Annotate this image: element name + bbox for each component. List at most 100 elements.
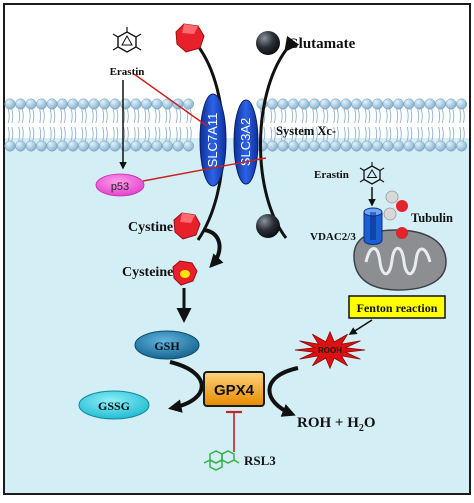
erastin-molecule-icon xyxy=(112,27,142,53)
lipid-head xyxy=(456,98,467,110)
lipid-head xyxy=(36,140,47,152)
lipid-tail xyxy=(448,126,451,141)
lipid-tail xyxy=(42,126,45,141)
lipid-tail xyxy=(343,126,346,141)
lipid-tail xyxy=(133,126,136,141)
lipid-tail xyxy=(91,126,94,141)
lipid-head xyxy=(120,140,131,152)
lipid-head xyxy=(372,140,383,152)
lipid-head xyxy=(172,140,184,152)
lipid-tail xyxy=(42,109,45,124)
erastin-right-icon xyxy=(359,162,385,185)
lipid-head xyxy=(424,98,436,110)
lipid-head xyxy=(99,98,110,110)
lipid-tail xyxy=(326,109,329,124)
lipid-tail xyxy=(95,109,98,124)
slc3a2-label: SLC3A2 xyxy=(238,118,253,166)
lipid-head xyxy=(4,98,16,110)
lipid-head xyxy=(67,140,79,152)
lipid-tail xyxy=(168,126,171,141)
lipid-tail xyxy=(284,126,287,141)
lipid-head xyxy=(88,140,100,152)
lipid-tail xyxy=(326,126,329,141)
lipid-tail xyxy=(417,109,420,124)
p53-protein: p53 xyxy=(95,173,145,197)
lipid-tail xyxy=(291,126,294,141)
p53-label: p53 xyxy=(111,181,129,193)
lipid-head xyxy=(372,98,383,110)
lipid-tail xyxy=(60,126,63,141)
erastin-top-label: Erastin xyxy=(110,66,145,78)
lipid-tail xyxy=(438,126,441,141)
lipid-head xyxy=(351,140,362,152)
cysteine-icon xyxy=(172,260,198,286)
lipid-head xyxy=(403,98,415,110)
lipid-head xyxy=(130,98,142,110)
lipid-tail xyxy=(154,126,157,141)
lipid-tail xyxy=(452,109,455,124)
lipid-tail xyxy=(21,126,24,141)
lipid-head xyxy=(120,98,131,110)
lipid-tail xyxy=(189,109,192,124)
vdac-channel xyxy=(363,207,383,245)
lipid-head xyxy=(445,140,457,152)
lipid-tail xyxy=(154,109,157,124)
lipid-tail xyxy=(420,109,423,124)
lipid-tail xyxy=(126,109,129,124)
lipid-head xyxy=(4,140,16,152)
lipid-head xyxy=(340,98,352,110)
lipid-tail xyxy=(357,109,360,124)
lipid-tail xyxy=(375,126,378,141)
lipid-tail xyxy=(301,109,304,124)
lipid-tail xyxy=(441,126,444,141)
lipid-tail xyxy=(343,109,346,124)
lipid-head xyxy=(309,140,320,152)
lipid-head xyxy=(36,98,47,110)
lipid-head xyxy=(88,98,100,110)
lipid-head xyxy=(393,140,404,152)
lipid-tail xyxy=(448,109,451,124)
cysteine-label: Cysteine xyxy=(122,265,173,280)
lipid-tail xyxy=(385,126,388,141)
lipid-tail xyxy=(263,126,266,141)
lipid-tail xyxy=(364,126,367,141)
lipid-tail xyxy=(49,126,52,141)
lipid-head xyxy=(15,140,26,152)
lipid-head xyxy=(151,98,163,110)
lipid-head xyxy=(340,140,352,152)
lipid-tail xyxy=(333,126,336,141)
lipid-tail xyxy=(179,126,182,141)
lipid-tail xyxy=(126,126,129,141)
lipid-head xyxy=(309,98,320,110)
lipid-tail xyxy=(32,126,35,141)
lipid-tail xyxy=(102,126,105,141)
lipid-head xyxy=(46,140,58,152)
lipid-head xyxy=(141,98,152,110)
lipid-head xyxy=(162,140,173,152)
lipid-tail xyxy=(21,109,24,124)
slc7a11-label: SLC7A11 xyxy=(205,113,220,168)
slc7a11-protein: SLC7A11 xyxy=(199,93,227,187)
lipid-head xyxy=(67,98,79,110)
lipid-head xyxy=(424,140,436,152)
rooh-label: ROOH xyxy=(318,346,342,355)
gsh-gssg-arrow xyxy=(167,360,204,413)
lipid-head xyxy=(277,140,289,152)
lipid-tail xyxy=(158,126,161,141)
lipid-tail xyxy=(60,109,63,124)
lipid-tail xyxy=(186,109,189,124)
lipid-tail xyxy=(70,126,73,141)
lipid-tail xyxy=(147,109,150,124)
lipid-tail xyxy=(336,109,339,124)
lipid-tail xyxy=(417,126,420,141)
lipid-tail xyxy=(431,126,434,141)
lipid-tail xyxy=(305,126,308,141)
lipid-tail xyxy=(28,109,31,124)
lipid-tail xyxy=(347,109,350,124)
lipid-tail xyxy=(158,109,161,124)
lipid-tail xyxy=(74,126,77,141)
lipid-tail xyxy=(427,126,430,141)
gpx4-label: GPX4 xyxy=(214,382,255,399)
